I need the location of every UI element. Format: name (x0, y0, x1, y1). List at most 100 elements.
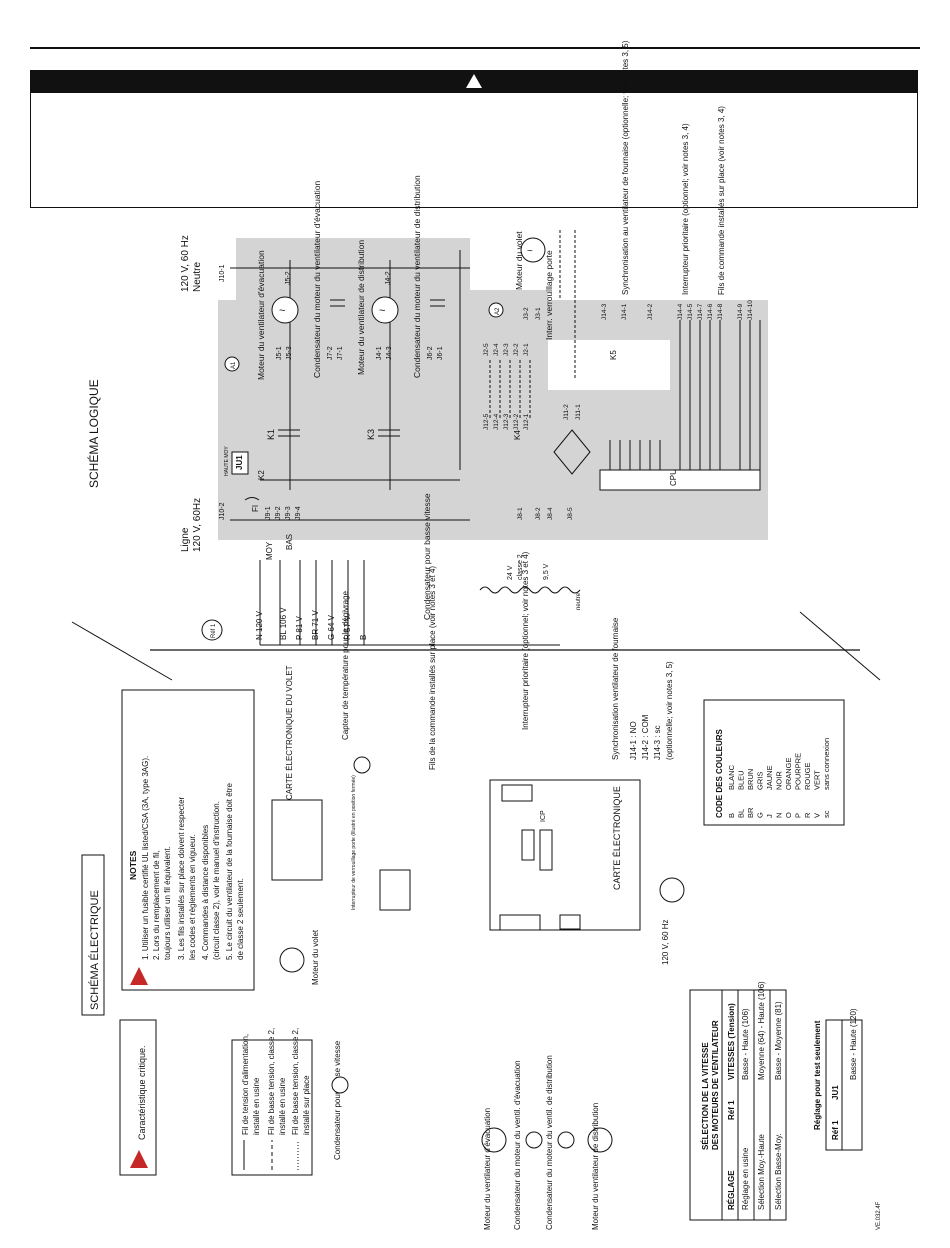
tap-labels: N 120 V BL 106 V P 81 V BR 71 V G 64 V R… (255, 607, 368, 640)
exhaust-motor-symbol (271, 296, 299, 324)
svg-text:J14-6: J14-6 (707, 303, 714, 320)
warning-triangle-icon (466, 74, 482, 88)
speed-selection-table-row3: Sélection Basse-Moy. Basse - Moyenne (81… (769, 989, 787, 1221)
j2-labels: J2-5 J2-4 J2-3 J2-2 J2-1 (483, 343, 530, 356)
svg-text:J8-1: J8-1 (517, 507, 524, 520)
wires-label-logic: Fils de commande installés sur place (vo… (717, 106, 726, 295)
j5-labels: J5-2 J5-1 J5-3 (276, 271, 293, 360)
a1-badge (224, 356, 240, 372)
bas-label: BAS (285, 534, 294, 550)
svg-text:1. Utiliser un fusible certifi: 1. Utiliser un fusible certifié UL liste… (141, 756, 150, 960)
svg-text:J6-2: J6-2 (427, 346, 434, 360)
svg-text:J12-2: J12-2 (513, 413, 520, 430)
notes-triangle-icon (130, 967, 148, 985)
color-code-abbr: G (756, 812, 765, 818)
main-board-box (489, 779, 641, 931)
exhaust-motor-label-elec: Moteur du ventilateur d'évacuation (483, 1108, 492, 1230)
svg-text:J8-5: J8-5 (567, 507, 574, 520)
main-board-label: CARTE ÉLECTRONIQUE (612, 786, 622, 890)
color-code-title: CODE DES COULEURS (715, 728, 724, 818)
warning-box (30, 70, 918, 208)
ref1-label: Réf 1 (211, 623, 217, 638)
warning-header-bar (31, 71, 917, 93)
board-a2-box (468, 290, 548, 390)
svg-text:JU1: JU1 (831, 1085, 840, 1100)
svg-text:toujours utiliser un fil équiv: toujours utiliser un fil équivalent. (163, 846, 172, 960)
svg-text:J2-5: J2-5 (483, 343, 490, 356)
exhaust-motor-elec (481, 1127, 507, 1153)
relay-k2-label: K2 (257, 470, 266, 480)
svg-text:5. Le circuit du ventilateur d: 5. Le circuit du ventilateur de la fourn… (225, 782, 234, 960)
color-code-name: BRUN (746, 769, 755, 790)
a1-badge-label: A1 (231, 361, 237, 369)
svg-text:Basse - Haute (120): Basse - Haute (120) (849, 1008, 858, 1080)
svg-text:Basse - Moyenne (81): Basse - Moyenne (81) (774, 1001, 783, 1080)
j12-labels: J12-5 J12-4 J12-3 J12-2 J12-1 (483, 413, 530, 430)
svg-text:J14-8: J14-8 (717, 303, 724, 320)
moy-label: MOY (265, 541, 274, 560)
relay-k3-label: K3 (366, 429, 376, 440)
low-cap-label-elec: Condensateur pour basse vitesse (333, 1040, 342, 1160)
color-code-abbr: J (765, 814, 774, 818)
svg-text:J12-4: J12-4 (493, 413, 500, 430)
speed-header-ref: Réf 1 (727, 1100, 736, 1120)
priority-label-elec: Interrupteur prioritaire (optionnel; voi… (521, 551, 530, 730)
line-label: Ligne (180, 527, 191, 552)
svg-text:J9-1: J9-1 (265, 506, 272, 520)
svg-text:Fil de basse tension, classe 2: Fil de basse tension, classe 2, (291, 1028, 300, 1135)
svg-text:installé en usine: installé en usine (252, 1077, 261, 1135)
logic-schematic: SCHÉMA LOGIQUE 120 V, 60 Hz Neutre Ligne… (86, 40, 761, 646)
color-code-abbr: R (803, 812, 812, 818)
color-code-name: ORANGE (784, 757, 793, 790)
relay-k1-label: K1 (266, 429, 276, 440)
svg-text:J14-3: J14-3 (601, 303, 608, 320)
j2-j12-bus (489, 360, 531, 420)
svg-text:J14-1: J14-1 (621, 303, 628, 320)
svg-text:J14-5: J14-5 (687, 303, 694, 320)
j14-labels: J14-3 J14-1 J14-2 J14-4 J14-5 J14-7 J14-… (601, 300, 754, 320)
cap-c1-elec (525, 1131, 543, 1149)
color-code-list: BBLANCBLBLEUBRBRUNGGRISJJAUNENNOIROORANG… (727, 738, 831, 818)
jumper-label: JU1 (235, 455, 244, 470)
icp-label: ICP (540, 810, 547, 822)
cap-c1-symbol (331, 1076, 349, 1094)
cpu-label: CPU (669, 469, 678, 486)
color-code-name: NOIR (775, 771, 784, 790)
color-code-name: BLEU (737, 770, 746, 790)
a2-badge (488, 302, 504, 318)
speed-selection-table: SÉLECTION DE LA VITESSE DES MOTEURS DE V… (689, 981, 771, 1221)
v24-label: 24 V (507, 565, 514, 580)
haute-moy-label: HAUTE MOY (224, 446, 230, 476)
color-code-name: sans connexion (822, 738, 831, 790)
svg-text:J7-1: J7-1 (337, 346, 344, 360)
svg-text:J4-3: J4-3 (386, 346, 393, 360)
temp-sensor-label: Capteur de température pour le dégivrage (341, 590, 350, 740)
svg-text:J9-2: J9-2 (275, 506, 282, 520)
svg-text:J8-2: J8-2 (535, 507, 542, 520)
svg-text:J14-7: J14-7 (697, 303, 704, 320)
svg-text:J9-4: J9-4 (295, 506, 302, 520)
svg-text:installé en usine: installé en usine (278, 1077, 287, 1135)
color-code-abbr: BR (746, 807, 755, 818)
svg-text:J14-4: J14-4 (677, 303, 684, 320)
fuse-label: FI (251, 505, 260, 512)
electric-schematic: SCHÉMA ÉLECTRIQUE Caractéristique critiq… (81, 551, 882, 1230)
svg-text:J2-3: J2-3 (503, 343, 510, 356)
svg-text:Réglage en usine: Réglage en usine (741, 1147, 750, 1210)
top-rule (30, 47, 920, 49)
svg-text:J2-4: J2-4 (493, 343, 500, 356)
distribution-motor-symbol (371, 296, 399, 324)
color-code-abbr: N (775, 813, 784, 818)
notes-title: NOTES (128, 850, 138, 880)
j10-1-label: J10-1 (219, 264, 226, 282)
j9-labels: J9-1 J9-2 J9-3 J9-4 (265, 506, 302, 520)
ref1-badge (201, 619, 223, 641)
svg-text:J14-3 : sc: J14-3 : sc (653, 725, 662, 760)
damper-motor-label-elec: Moteur du volet (311, 929, 320, 985)
svg-text:~: ~ (527, 246, 533, 257)
svg-text:J2-1: J2-1 (523, 343, 530, 356)
svg-text:Moyenne (64) - Haute (106): Moyenne (64) - Haute (106) (757, 981, 766, 1080)
svg-text:J5-2: J5-2 (285, 271, 292, 285)
low-cap-label-logic: Condensateur pour basse vitesse (422, 493, 432, 620)
